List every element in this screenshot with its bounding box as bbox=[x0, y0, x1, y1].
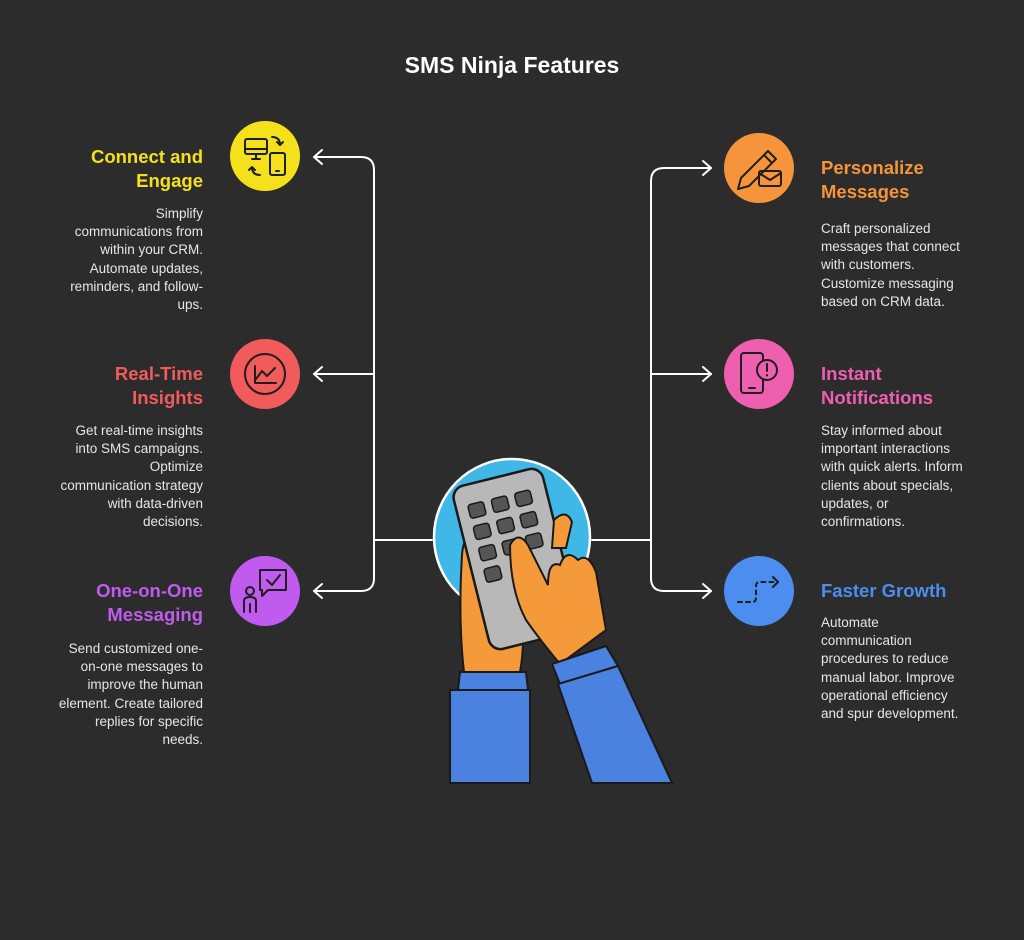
instant-notifications-description: Stay informed about important interaction… bbox=[821, 422, 963, 531]
description-line: Send customized one- bbox=[68, 641, 203, 656]
right-branch-bottom bbox=[650, 539, 712, 592]
one-on-one-messaging-circle bbox=[230, 556, 300, 626]
heading-line: Connect and bbox=[90, 146, 203, 167]
instant-notifications-circle bbox=[724, 339, 794, 409]
real-time-insights-heading: Real-Time Insights bbox=[115, 362, 203, 410]
real-time-insights-description: Get real-time insights into SMS campaigns… bbox=[60, 422, 203, 531]
description-line: Automate bbox=[821, 615, 879, 630]
description-line: updates, or bbox=[821, 495, 889, 511]
left-trunk-line bbox=[313, 156, 433, 541]
heading-line: Messages bbox=[821, 181, 910, 202]
heading-line: Engage bbox=[136, 170, 203, 191]
heading-line: Messaging bbox=[107, 604, 203, 625]
arrowhead-connect bbox=[313, 149, 323, 165]
description-line: replies for specific bbox=[94, 713, 203, 729]
phone-alert-icon bbox=[740, 352, 778, 394]
description-line: reminders, and follow- bbox=[70, 278, 203, 294]
right-hand bbox=[508, 536, 608, 666]
description-line: ups. bbox=[177, 297, 203, 313]
description-line: with data-driven bbox=[107, 495, 203, 511]
one-on-one-messaging-description: Send customized one-on-one messages to im… bbox=[59, 640, 203, 749]
line-chart-icon bbox=[244, 353, 286, 395]
description-line: improve the human bbox=[87, 677, 203, 693]
heading-line: Real-Time bbox=[114, 363, 203, 384]
description-line: Get real-time insights bbox=[75, 423, 203, 438]
description-line: Customize messaging bbox=[821, 275, 954, 291]
computer-phone-sync-icon bbox=[244, 136, 286, 176]
left-sleeve bbox=[449, 689, 531, 784]
personalize-messages-description: Craft personalized messages that connect w… bbox=[821, 220, 960, 311]
instant-notifications-heading: Instant Notifications bbox=[821, 362, 933, 410]
right-sleeve bbox=[556, 664, 674, 784]
hands-phone-keypad-icon bbox=[432, 457, 674, 784]
left-cuff bbox=[456, 671, 530, 691]
description-line: based on CRM data. bbox=[821, 293, 945, 309]
personalize-messages-heading: Personalize Messages bbox=[821, 156, 924, 204]
description-line: Optimize bbox=[149, 459, 203, 475]
description-line: with quick alerts. Inform bbox=[821, 459, 963, 475]
real-time-insights-circle bbox=[230, 339, 300, 409]
connect-engage-heading: Connect and Engage bbox=[91, 145, 203, 193]
right-thumb bbox=[550, 513, 574, 549]
person-chat-check-icon bbox=[243, 569, 287, 613]
arrowhead-notifications bbox=[702, 366, 712, 382]
description-line: Stay informed about bbox=[821, 423, 942, 438]
description-line: with customers. bbox=[821, 257, 915, 273]
description-line: operational efficiency bbox=[821, 687, 948, 703]
pencil-envelope-icon bbox=[737, 150, 782, 190]
connect-engage-circle bbox=[230, 121, 300, 191]
arrowhead-one-on-one bbox=[313, 583, 323, 599]
one-on-one-messaging-heading: One-on-One Messaging bbox=[96, 579, 203, 627]
description-line: and spur development. bbox=[821, 706, 959, 722]
heading-line: Personalize bbox=[821, 157, 924, 178]
arrowhead-personalize bbox=[702, 160, 712, 176]
heading-line: Faster Growth bbox=[821, 580, 947, 601]
description-line: communication strategy bbox=[60, 477, 203, 493]
description-line: decisions. bbox=[142, 514, 203, 530]
heading-line: Notifications bbox=[821, 387, 934, 408]
personalize-messages-circle bbox=[724, 133, 794, 203]
description-line: Simplify bbox=[155, 206, 203, 221]
arrowhead-growth bbox=[702, 583, 712, 599]
description-line: within your CRM. bbox=[100, 242, 203, 258]
heading-line: Insights bbox=[132, 387, 203, 408]
description-line: clients about specials, bbox=[821, 477, 954, 493]
description-line: Automate updates, bbox=[89, 260, 203, 276]
connect-engage-description: Simplify communications from within your C… bbox=[70, 205, 203, 314]
left-branch-bottom bbox=[313, 539, 375, 592]
page-title: SMS Ninja Features bbox=[404, 52, 620, 78]
heading-line: One-on-One bbox=[96, 580, 203, 601]
description-line: confirmations. bbox=[821, 514, 906, 530]
description-line: on-one messages to bbox=[80, 659, 203, 675]
description-line: manual labor. Improve bbox=[821, 669, 955, 685]
description-line: messages that connect bbox=[821, 239, 960, 255]
description-line: Craft personalized bbox=[821, 221, 931, 236]
faster-growth-circle bbox=[724, 556, 794, 626]
description-line: element. Create tailored bbox=[58, 695, 203, 711]
dashed-arrow-path-icon bbox=[737, 576, 779, 603]
description-line: needs. bbox=[162, 732, 203, 748]
description-line: important interactions bbox=[821, 441, 951, 457]
connector-lines bbox=[313, 149, 712, 599]
heading-line: Instant bbox=[821, 363, 882, 384]
description-line: communication bbox=[821, 633, 912, 649]
arrowhead-insights bbox=[313, 366, 323, 382]
faster-growth-description: Automate communication procedures to reduc… bbox=[821, 614, 958, 723]
faster-growth-heading: Faster Growth bbox=[821, 579, 946, 603]
description-line: communications from bbox=[74, 224, 203, 240]
right-trunk-line bbox=[591, 167, 712, 541]
description-line: procedures to reduce bbox=[821, 651, 949, 667]
description-line: into SMS campaigns. bbox=[75, 441, 203, 457]
